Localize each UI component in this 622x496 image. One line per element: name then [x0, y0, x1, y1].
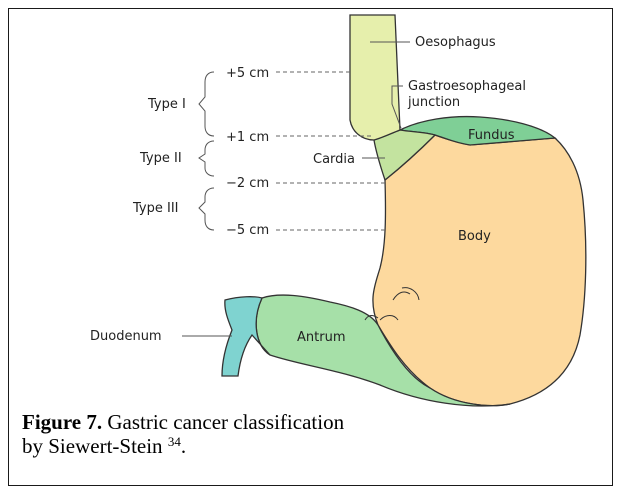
antrum-label: Antrum	[297, 330, 345, 345]
caption-text-line1: Gastric cancer classification	[102, 410, 344, 434]
duodenum-label: Duodenum	[90, 329, 162, 344]
type-1-label: Type I	[147, 97, 186, 112]
caption-text-line2: by Siewert-Stein	[22, 434, 168, 458]
body-label: Body	[458, 229, 491, 244]
caption-period: .	[181, 434, 186, 458]
scale-minus2-label: −2 cm	[226, 176, 269, 191]
fundus-label: Fundus	[468, 128, 515, 143]
body-region	[373, 135, 586, 406]
gej-label-line1: Gastroesophageal	[408, 79, 526, 94]
caption-figure-number: Figure 7.	[22, 410, 102, 434]
cardia-label: Cardia	[313, 152, 355, 167]
caption-reference: 34	[168, 434, 181, 449]
gej-label-line2: junction	[407, 95, 460, 110]
type-2-label: Type II	[139, 151, 182, 166]
scale-plus5-label: +5 cm	[226, 66, 269, 81]
oesophagus-label: Oesophagus	[415, 35, 496, 50]
type-brackets	[199, 72, 214, 230]
oesophagus-region	[350, 15, 400, 140]
scale-minus5-label: −5 cm	[226, 223, 269, 238]
figure-caption: Figure 7. Gastric cancer classification …	[22, 410, 582, 458]
scale-plus1-label: +1 cm	[226, 130, 269, 145]
type-3-label: Type III	[132, 201, 179, 216]
